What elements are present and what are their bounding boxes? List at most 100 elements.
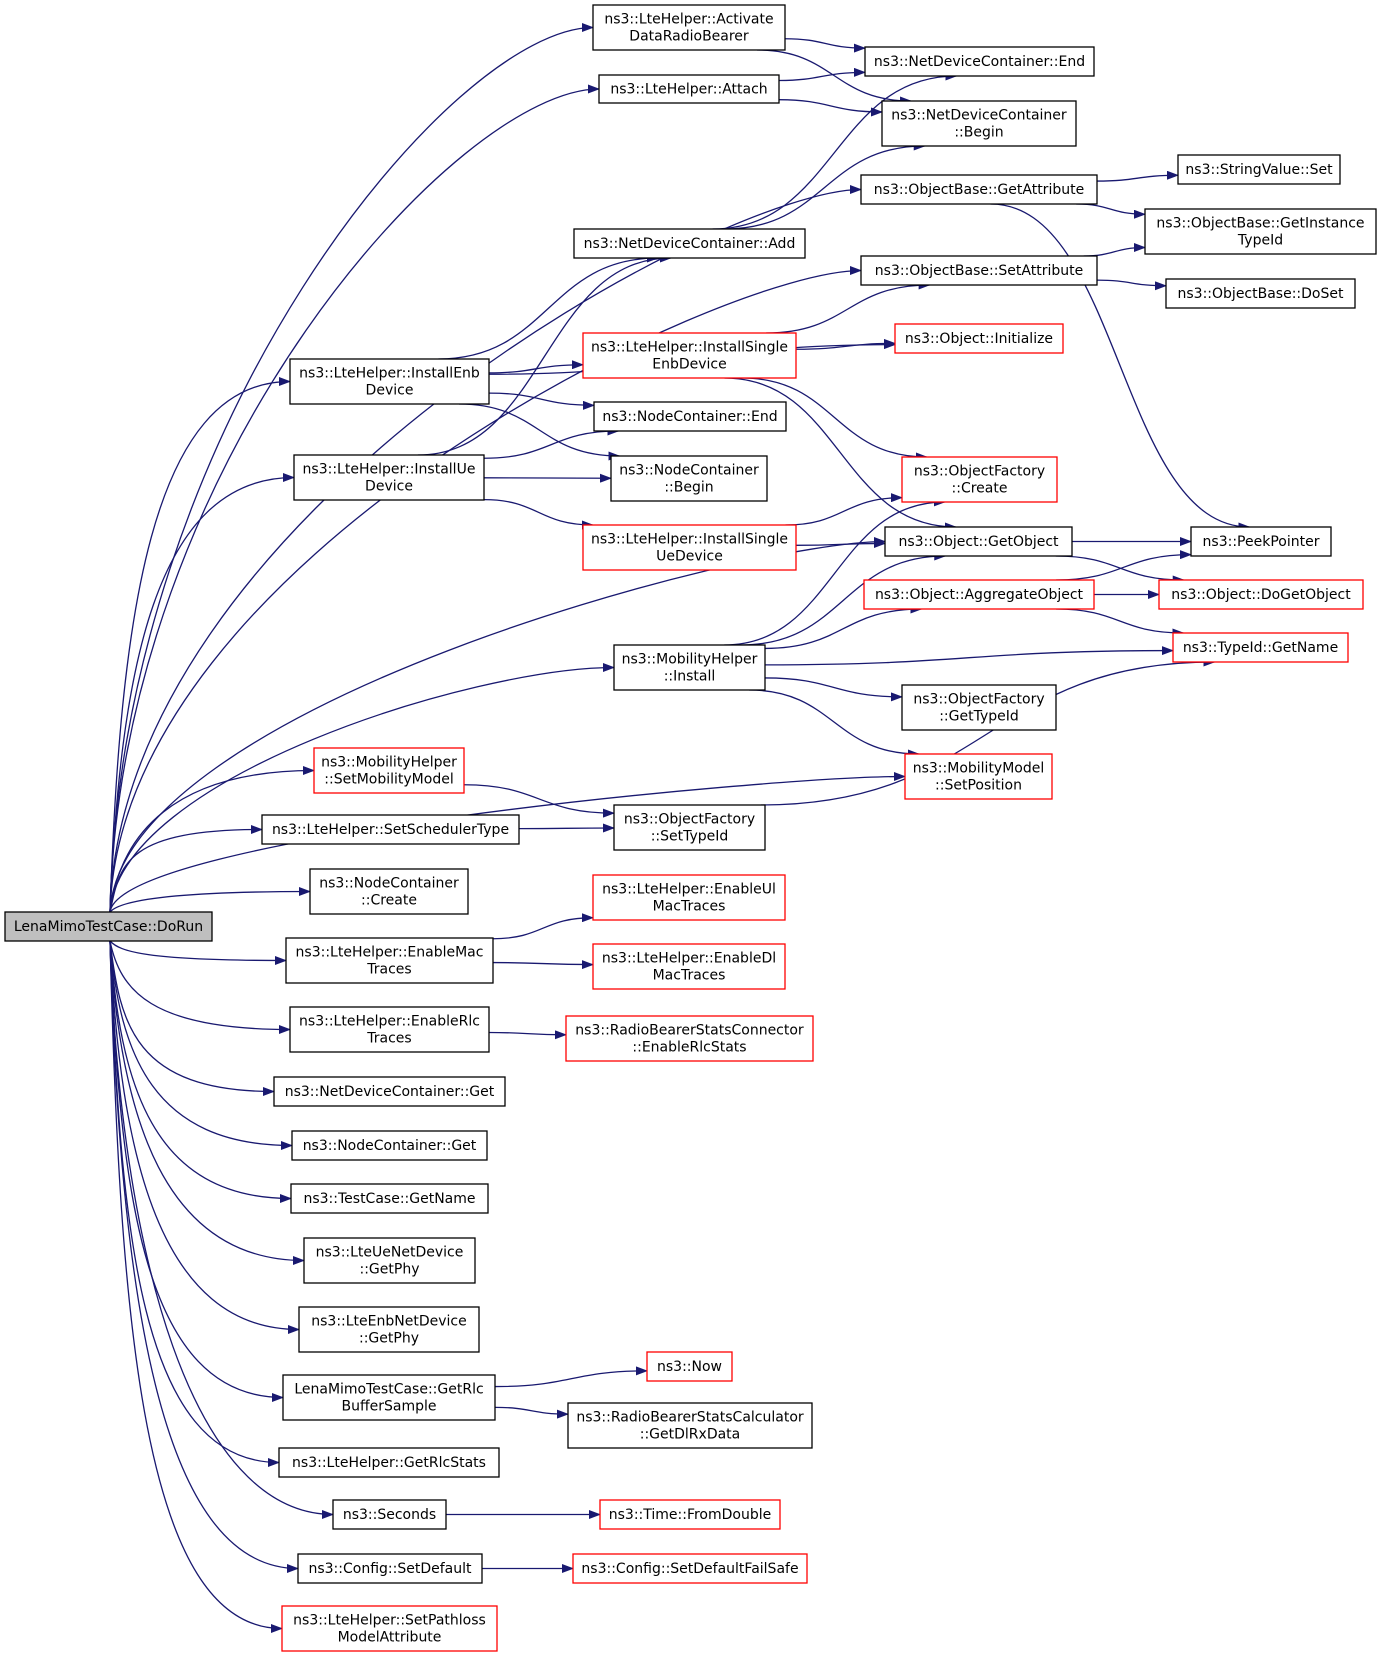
node-box	[282, 1374, 496, 1421]
node-ue-getphy[interactable]: ns3::LteUeNetDevice::GetPhy	[303, 1237, 476, 1284]
edge-ob_getattr-to-sv_set	[1096, 170, 1179, 182]
node-seconds[interactable]: ns3::Seconds	[332, 1499, 447, 1530]
node-ndc-begin[interactable]: ns3::NetDeviceContainer::Begin	[881, 100, 1077, 147]
node-ob-getattr[interactable]: ns3::ObjectBase::GetAttribute	[860, 174, 1098, 205]
node-label-line: ::GetPhy	[360, 1262, 420, 1278]
node-ob-setattr[interactable]: ns3::ObjectBase::SetAttribute	[860, 255, 1098, 286]
node-label-line: ModelAttribute	[338, 1630, 442, 1646]
node-label-line: UeDevice	[656, 549, 723, 565]
node-box	[881, 100, 1077, 147]
node-rbsc-enable[interactable]: ns3::RadioBearerStatsConnector::EnableRl…	[565, 1015, 814, 1062]
edge-ob_setattr-to-ob_doset	[1096, 279, 1167, 291]
node-mob-install[interactable]: ns3::MobilityHelper::Install	[613, 644, 766, 691]
node-ndc-get[interactable]: ns3::NetDeviceContainer::Get	[273, 1076, 506, 1107]
node-sv-set[interactable]: ns3::StringValue::Set	[1177, 154, 1341, 185]
node-typeid-getname[interactable]: ns3::TypeId::GetName	[1172, 632, 1349, 663]
node-get-rlc-stats[interactable]: ns3::LteHelper::GetRlcStats	[278, 1447, 500, 1478]
edge-activate-to-ndc_end	[784, 38, 866, 53]
node-label-line: ns3::LteHelper::EnableMac	[296, 945, 484, 961]
node-set-pathloss[interactable]: ns3::LteHelper::SetPathlossModelAttribut…	[281, 1605, 498, 1652]
node-box	[1172, 632, 1349, 663]
node-nc-end[interactable]: ns3::NodeContainer::End	[593, 401, 787, 432]
node-label-line: ns3::LteHelper::InstallSingle	[591, 340, 788, 356]
node-obj-init[interactable]: ns3::Object::Initialize	[894, 323, 1064, 354]
edge-obj_aggr-to-typeid_getname	[1056, 608, 1185, 638]
edge-root-to-set_pathloss	[109, 940, 283, 1633]
edge-root-to-ue_getphy	[109, 940, 305, 1265]
node-config-failsafe[interactable]: ns3::Config::SetDefaultFailSafe	[572, 1553, 808, 1584]
node-label-line: ns3::LteHelper::InstallEnb	[299, 366, 480, 382]
edge-install_single_enb-to-ob_setattr	[766, 280, 931, 334]
node-ndc-end[interactable]: ns3::NetDeviceContainer::End	[864, 46, 1095, 77]
node-obj-aggr[interactable]: ns3::Object::AggregateObject	[863, 579, 1095, 610]
node-from-double[interactable]: ns3::Time::FromDouble	[599, 1499, 781, 1530]
node-ob-doset[interactable]: ns3::ObjectBase::DoSet	[1165, 278, 1356, 309]
node-config-setdef[interactable]: ns3::Config::SetDefault	[297, 1553, 483, 1584]
node-set-sched[interactable]: ns3::LteHelper::SetSchedulerType	[261, 814, 520, 845]
edge-root-to-nc_create	[109, 887, 311, 913]
node-nc-create[interactable]: ns3::NodeContainer::Create	[309, 868, 469, 915]
node-label-line: EnbDevice	[652, 357, 726, 373]
node-box	[273, 1076, 506, 1107]
node-label-line: ns3::ObjectFactory	[913, 692, 1044, 708]
node-obj-dogetobj[interactable]: ns3::Object::DoGetObject	[1158, 579, 1364, 610]
node-box	[860, 255, 1098, 286]
node-box	[613, 804, 766, 851]
node-ndc-add[interactable]: ns3::NetDeviceContainer::Add	[573, 228, 806, 259]
node-box	[582, 524, 797, 571]
node-now[interactable]: ns3::Now	[646, 1351, 733, 1382]
nodes-layer: LenaMimoTestCase::DoRun ns3::LteHelper::A…	[4, 4, 1377, 1652]
edge-attach-to-ndc_end	[778, 67, 866, 82]
node-box	[289, 358, 490, 405]
node-label-line: ns3::NetDeviceContainer::Get	[285, 1084, 495, 1100]
node-of-settypeid[interactable]: ns3::ObjectFactory::SetTypeId	[613, 804, 766, 851]
node-label-line: BufferSample	[342, 1399, 437, 1415]
node-label-line: ns3::LteHelper::InstallSingle	[591, 532, 788, 548]
edge-attach-to-ndc_begin	[778, 99, 883, 117]
node-label-line: ns3::NetDeviceContainer::Add	[584, 236, 796, 252]
node-attach[interactable]: ns3::LteHelper::Attach	[598, 74, 780, 104]
edge-root-to-seconds	[109, 940, 334, 1519]
node-box	[599, 1499, 781, 1530]
node-label-line: ns3::Time::FromDouble	[609, 1507, 772, 1523]
node-label-line: ns3::ObjectBase::SetAttribute	[875, 263, 1083, 279]
node-tc-getname[interactable]: ns3::TestCase::GetName	[290, 1183, 489, 1214]
node-box	[593, 401, 787, 432]
node-mob-setmodel[interactable]: ns3::MobilityHelper::SetMobilityModel	[313, 747, 465, 794]
edge-root-to-install_ue	[109, 473, 295, 913]
node-label-line: ns3::RadioBearerStatsConnector	[575, 1023, 804, 1039]
node-enb-getphy[interactable]: ns3::LteEnbNetDevice::GetPhy	[298, 1306, 480, 1353]
node-of-create[interactable]: ns3::ObjectFactory::Create	[901, 456, 1058, 503]
node-of-gettypeid[interactable]: ns3::ObjectFactory::GetTypeId	[901, 684, 1057, 731]
edge-root-to-tc_getname	[109, 940, 292, 1203]
node-peek[interactable]: ns3::PeekPointer	[1190, 526, 1332, 557]
node-obj-getobj[interactable]: ns3::Object::GetObject	[884, 526, 1073, 557]
edge-root-to-install_enb	[109, 377, 291, 913]
node-label-line: ns3::LteHelper::EnableRlc	[299, 1014, 480, 1030]
node-label-line: ::SetTypeId	[651, 829, 729, 845]
node-nc-get[interactable]: ns3::NodeContainer::Get	[291, 1130, 488, 1161]
node-box	[1165, 278, 1356, 309]
node-mob-setpos[interactable]: ns3::MobilityModel::SetPosition	[904, 753, 1053, 800]
node-label-line: ns3::MobilityHelper	[622, 652, 758, 668]
node-root[interactable]: LenaMimoTestCase::DoRun	[4, 911, 213, 942]
node-box	[309, 868, 469, 915]
node-label-line: ns3::LteHelper::GetRlcStats	[292, 1455, 486, 1471]
node-label-line: ::Begin	[664, 480, 713, 496]
edge-enable_mac-to-enable_ul_mac	[492, 913, 594, 940]
node-nc-begin[interactable]: ns3::NodeContainer::Begin	[610, 455, 768, 502]
node-label-line: ns3::LteHelper::SetSchedulerType	[272, 822, 509, 838]
node-rbscalc[interactable]: ns3::RadioBearerStatsCalculator::GetDlRx…	[567, 1402, 813, 1449]
node-label-line: ns3::NetDeviceContainer::End	[874, 54, 1085, 70]
